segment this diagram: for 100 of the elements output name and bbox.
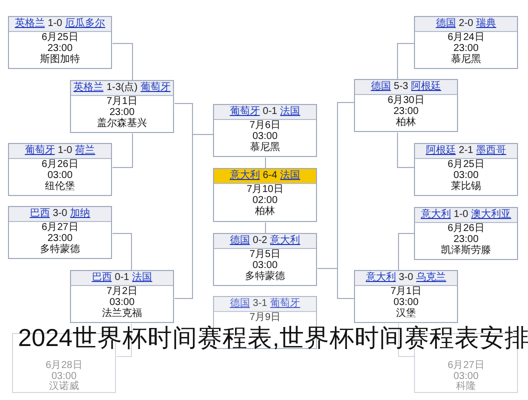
kickoff-time: 03:00 [453,170,479,181]
team-link: 阿根廷 [426,145,456,157]
match-card [213,104,317,157]
team-link: 澳大利亚 [471,209,512,221]
match-card [8,206,112,259]
match-date: 6月27日 [42,222,78,233]
team-link: 意大利 [366,272,396,284]
match-date: 6月26日 [448,223,484,234]
venue-name: 盖尔森基兴 [97,118,147,129]
score-text: 1-3(点) [106,82,138,94]
team-link: 墨西哥 [476,145,506,157]
kickoff-time: 23:00 [47,43,73,54]
team-link: 加纳 [70,208,90,220]
kickoff-time: 02:00 [252,195,278,206]
match-date: 6月25日 [448,159,484,170]
team-link: 英格兰 [14,18,45,30]
team-link: 德国 [436,18,456,30]
match-card [354,270,458,323]
team-link: 阿根廷 [411,81,442,93]
score-text: 1-0 [58,145,72,157]
bracket-line [112,43,133,81]
match-date: 6月28日 [46,361,82,372]
team-link: 德国 [230,235,250,247]
team-link: 葡萄牙 [230,106,260,118]
venue-name: 科隆 [456,382,476,392]
kickoff-time: 03:00 [393,297,419,308]
kickoff-time: 23:00 [453,43,479,54]
venue-name: 莱比锡 [451,181,481,192]
team-link: 意大利 [270,235,300,247]
match-date: 7月1日 [390,286,422,297]
bracket-line [116,323,132,357]
team-link: 德国 [370,81,391,93]
match-card [8,16,112,69]
team-link: 葡萄牙 [270,298,300,310]
venue-name: 汉堡 [396,308,416,319]
bracket-line [317,268,355,299]
kickoff-time: 23:00 [109,107,135,118]
match-card [70,80,174,133]
score-text: 5-3 [394,81,408,93]
team-link: 法国 [280,106,300,118]
score-text: 3-0 [398,272,414,284]
match-date: 7月6日 [249,120,281,131]
match-date: 6月27日 [448,361,484,372]
kickoff-time: 23:00 [393,106,419,117]
score-text: 0-2 [252,235,268,247]
venue-name: 法兰克福 [102,308,142,319]
match-date: 6月25日 [42,32,78,43]
bracket-line [265,222,266,234]
kickoff-time: 03:00 [453,372,479,382]
score-text: 1-0 [48,18,62,30]
venue-name: 纽伦堡 [45,181,75,192]
score-text: 1-0 [454,209,468,221]
match-card [8,143,112,196]
venue-name: 慕尼黑 [250,142,280,153]
match-date: 6月24日 [448,32,484,43]
match-card [414,16,518,69]
venue-name: 柏林 [396,117,416,128]
score-text: 3-1 [252,298,268,310]
team-link: 厄瓜多尔 [65,18,106,30]
bracket-line [398,233,415,271]
kickoff-time: 23:00 [453,234,479,245]
bracket-line [397,132,415,168]
kickoff-time: 03:00 [109,297,135,308]
venue-name: 汉诺威 [49,382,79,392]
bracket-line [398,323,415,357]
match-date: 7月1日 [106,96,138,107]
kickoff-time: 03:00 [47,170,73,181]
match-card [414,143,518,196]
match-date: 6月26日 [42,159,78,170]
bracket-line [112,233,132,271]
match-card [213,168,317,222]
bracket-line [397,43,415,80]
kickoff-time: 03:00 [252,131,278,142]
team-link: 荷兰 [75,145,96,157]
bracket-line [265,157,266,169]
match-date: 7月10日 [246,184,284,195]
match-card [70,270,174,323]
team-link: 葡萄牙 [24,145,55,157]
kickoff-time: 23:00 [47,233,73,244]
team-link: 法国 [132,272,152,284]
team-link: 乌克兰 [416,272,446,284]
match-card [354,79,458,132]
venue-name: 斯图加特 [40,54,80,65]
score-text: 6-4 [262,170,278,182]
venue-name: 多特蒙德 [245,271,285,282]
bracket-line [112,133,133,168]
match-date: 7月9日 [249,312,281,323]
venue-name: 柏林 [255,206,275,217]
kickoff-time: 03:00 [252,260,278,271]
team-link: 英格兰 [73,82,104,94]
match-date: 7月5日 [249,249,281,260]
team-link: 葡萄牙 [140,82,171,94]
match-date: 7月2日 [106,286,138,297]
team-link: 巴西 [92,272,112,284]
match-date: 6月30日 [388,95,424,106]
kickoff-time: 03:00 [51,372,77,382]
team-link: 巴西 [30,208,50,220]
team-link: 意大利 [230,170,260,182]
venue-name: 慕尼黑 [451,54,481,65]
team-link: 瑞典 [476,18,496,30]
